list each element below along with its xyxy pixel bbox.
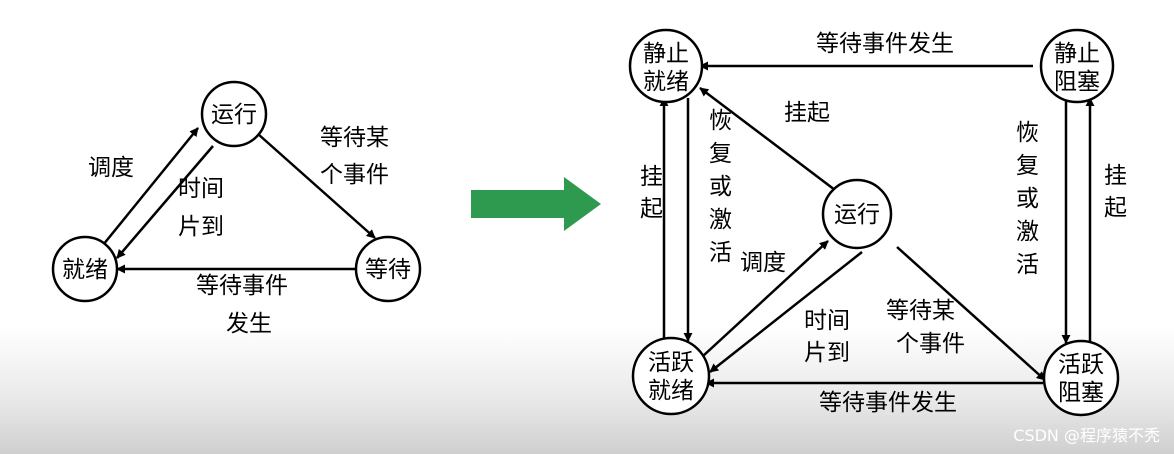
right-label-resume-left-1: 恢 xyxy=(709,108,732,134)
left-node-running: 运行 xyxy=(200,80,268,148)
right-label-timeslice-2: 片到 xyxy=(804,340,850,366)
right-edge-wait-event xyxy=(896,246,1046,381)
right-edge-timeslice xyxy=(709,251,863,373)
right-label-resume-left-5: 活 xyxy=(709,240,732,266)
left-label-wait-event-2: 个事件 xyxy=(320,162,389,188)
right-node-active-ready-label-2: 就绪 xyxy=(648,378,694,404)
right-node-running-label: 运行 xyxy=(834,202,880,228)
right-node-static-blocked-label-2: 阻塞 xyxy=(1054,69,1100,95)
right-node-active-ready: 活跃 就绪 xyxy=(631,336,711,416)
left-label-event-occurs-1: 等待事件 xyxy=(196,273,288,299)
right-node-active-blocked-label-1: 活跃 xyxy=(1058,352,1104,378)
right-node-static-ready: 静止 就绪 xyxy=(628,28,704,104)
right-node-running: 运行 xyxy=(821,178,893,250)
right-label-suspend-left-2: 起 xyxy=(640,196,663,222)
left-label-timeslice-2: 片到 xyxy=(178,214,224,240)
right-edge-suspend-running xyxy=(699,87,836,191)
right-label-resume-left-2: 复 xyxy=(709,141,732,167)
right-label-resume-right-3: 或 xyxy=(1016,186,1039,212)
left-edge-wait-event xyxy=(257,133,376,239)
left-label-schedule: 调度 xyxy=(88,155,134,181)
right-label-resume-right-4: 激 xyxy=(1016,219,1039,245)
left-label-timeslice-1: 时间 xyxy=(178,176,224,202)
right-label-resume-right-5: 活 xyxy=(1016,252,1039,278)
transition-arrow xyxy=(471,177,601,231)
right-label-suspend-right-2: 起 xyxy=(1104,195,1127,221)
right-label-suspend-right-1: 挂 xyxy=(1104,163,1127,189)
right-node-static-blocked-label-1: 静止 xyxy=(1054,41,1100,67)
right-label-top-event: 等待事件发生 xyxy=(816,31,954,57)
right-label-timeslice-1: 时间 xyxy=(804,308,850,334)
watermark: CSDN @程序猿不秃 xyxy=(1013,426,1160,445)
right-label-wait-event-2: 个事件 xyxy=(896,331,965,357)
right-node-active-blocked: 活跃 阻塞 xyxy=(1042,339,1120,417)
right-node-static-ready-label-1: 静止 xyxy=(643,41,689,67)
left-edge-schedule xyxy=(102,127,199,246)
left-node-ready-label: 就绪 xyxy=(62,257,108,283)
right-label-bottom-event: 等待事件发生 xyxy=(819,390,957,416)
right-label-suspend-running: 挂起 xyxy=(784,100,830,126)
right-node-static-blocked: 静止 阻塞 xyxy=(1039,28,1115,104)
right-label-schedule: 调度 xyxy=(740,250,786,276)
right-label-suspend-left-1: 挂 xyxy=(640,164,663,190)
left-diagram: 运行 就绪 等待 调度 时间 片到 等待某 个事件 等待事件 发生 xyxy=(51,80,422,337)
left-label-wait-event-1: 等待某 xyxy=(320,125,389,151)
right-label-resume-right-2: 复 xyxy=(1016,153,1039,179)
right-node-active-blocked-label-2: 阻塞 xyxy=(1058,380,1104,406)
right-node-static-ready-label-2: 就绪 xyxy=(643,69,689,95)
right-label-wait-event-1: 等待某 xyxy=(886,298,955,324)
right-label-resume-right-1: 恢 xyxy=(1016,120,1039,146)
right-edge-schedule xyxy=(702,240,829,357)
left-edge-timeslice xyxy=(116,145,214,259)
left-label-event-occurs-2: 发生 xyxy=(226,311,272,337)
right-label-resume-left-3: 或 xyxy=(709,174,732,200)
left-node-ready: 就绪 xyxy=(51,235,119,303)
right-label-resume-left-4: 激 xyxy=(709,207,732,233)
right-node-active-ready-label-1: 活跃 xyxy=(648,350,694,376)
right-diagram: 静止 就绪 静止 阻塞 运行 活跃 就绪 活跃 阻塞 等待事件发生 挂起 挂 起… xyxy=(628,28,1127,417)
left-node-waiting: 等待 xyxy=(354,235,422,303)
left-node-running-label: 运行 xyxy=(211,102,257,128)
left-node-waiting-label: 等待 xyxy=(365,257,411,283)
